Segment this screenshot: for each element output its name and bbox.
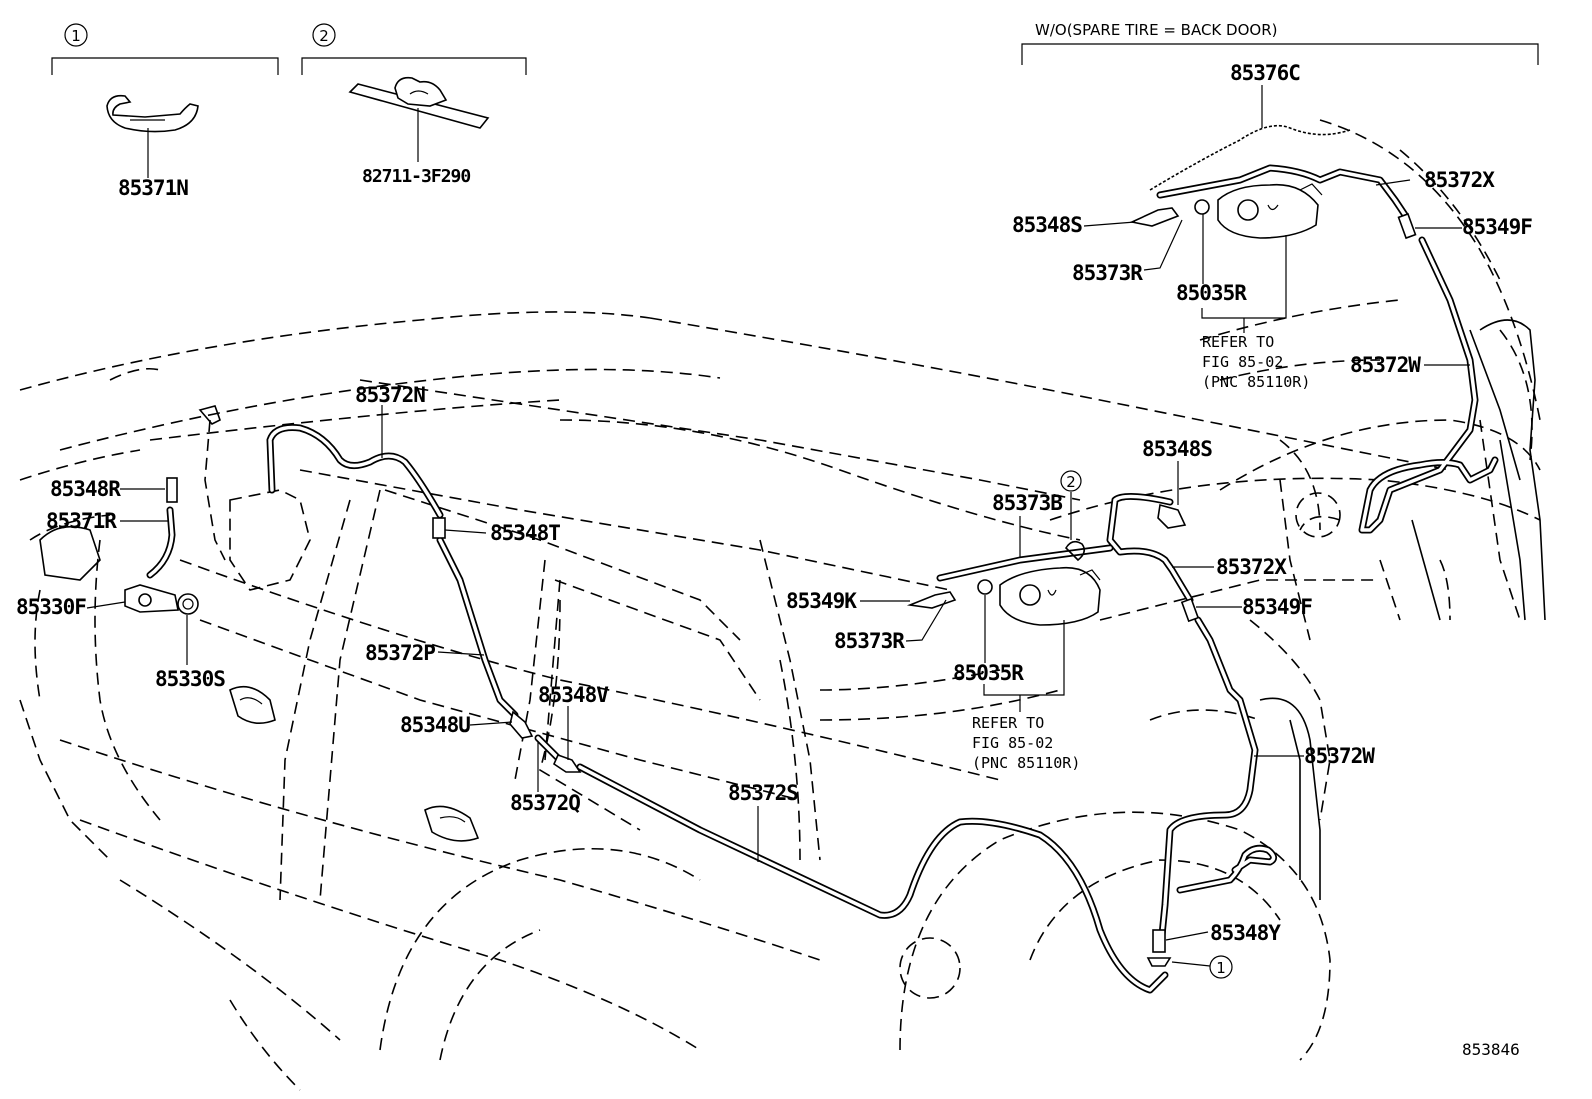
variant-note: W/O(SPARE TIRE = BACK DOOR) bbox=[1035, 21, 1277, 39]
joint-85349F-main-icon bbox=[1180, 597, 1200, 623]
washer-tubes bbox=[146, 124, 1499, 994]
joint-85348T-icon bbox=[432, 517, 446, 539]
part-label-85372P: 85372P bbox=[365, 641, 435, 665]
bracket-82711-icon bbox=[348, 76, 490, 129]
part-label-85371R: 85371R bbox=[46, 509, 117, 533]
part-label-85372X-main: 85372X bbox=[1216, 555, 1287, 579]
part-label-85348Y: 85348Y bbox=[1210, 921, 1281, 945]
part-label-85348S-main: 85348S bbox=[1142, 437, 1212, 461]
refer-main-line3: (PNC 85110R) bbox=[972, 754, 1080, 772]
callout-2-main: 2 bbox=[1066, 473, 1076, 491]
part-labels: 85376C 85372X 85348S 85349F 85373R 85035… bbox=[16, 61, 1533, 1059]
callout-2-inset: 2 bbox=[319, 27, 329, 45]
part-label-85348U: 85348U bbox=[400, 713, 470, 737]
part-label-85349F-main: 85349F bbox=[1242, 595, 1312, 619]
figure-number: 853846 bbox=[1462, 1040, 1520, 1059]
joint-85348S-main-icon bbox=[1157, 503, 1187, 529]
joint-85348U-icon bbox=[509, 710, 534, 739]
callout-1-inset: 1 bbox=[71, 27, 81, 45]
vehicle-body-outline bbox=[19, 119, 1546, 1091]
variant-header: W/O(SPARE TIRE = BACK DOOR) bbox=[1021, 21, 1539, 65]
joint-85348V-icon bbox=[552, 753, 582, 773]
components bbox=[124, 183, 1417, 967]
part-label-85348T: 85348T bbox=[490, 521, 560, 545]
refer-main-line2: FIG 85-02 bbox=[972, 734, 1053, 752]
callout-1-main: 1 bbox=[1216, 959, 1226, 977]
clip-85371N-icon bbox=[106, 94, 199, 133]
washer-pump-main-icon bbox=[906, 566, 1101, 626]
part-label-85376C: 85376C bbox=[1230, 61, 1300, 85]
part-label-85372S: 85372S bbox=[728, 781, 798, 805]
leader-lines bbox=[86, 85, 1470, 979]
inset-2: 2 82711-3F290 bbox=[301, 23, 527, 187]
part-label-85371N: 85371N bbox=[118, 176, 188, 200]
part-label-85373R-main: 85373R bbox=[834, 629, 905, 653]
part-label-85035R-top: 85035R bbox=[1176, 281, 1247, 305]
joint-85349F-top-icon bbox=[1397, 212, 1417, 240]
refer-top-line2: FIG 85-02 bbox=[1202, 353, 1283, 371]
refer-main-line1: REFER TO bbox=[972, 714, 1044, 732]
part-label-85348S-top: 85348S bbox=[1012, 213, 1082, 237]
part-label-85330S: 85330S bbox=[155, 667, 225, 691]
part-label-85330F: 85330F bbox=[16, 595, 86, 619]
part-label-85349K: 85349K bbox=[786, 589, 857, 613]
joint-85348Y-icon bbox=[1152, 929, 1166, 953]
part-label-85372W-main: 85372W bbox=[1304, 744, 1375, 768]
joint-85348R-icon bbox=[166, 477, 178, 503]
part-label-85348V: 85348V bbox=[538, 683, 609, 707]
refer-top-line1: REFER TO bbox=[1202, 333, 1274, 351]
part-label-85372X-top: 85372X bbox=[1424, 168, 1495, 192]
part-label-85372N: 85372N bbox=[355, 383, 425, 407]
part-label-85372Q: 85372Q bbox=[510, 791, 580, 815]
inset-1: 1 85371N bbox=[51, 23, 279, 200]
washer-nozzle-85330F-icon bbox=[124, 584, 199, 615]
part-label-85035R-main: 85035R bbox=[953, 661, 1024, 685]
part-label-85373B: 85373B bbox=[992, 491, 1062, 515]
refer-top-line3: (PNC 85110R) bbox=[1202, 373, 1310, 391]
part-label-85372W-top: 85372W bbox=[1350, 353, 1421, 377]
part-label-85373R-top: 85373R bbox=[1072, 261, 1143, 285]
part-label-85349F-top: 85349F bbox=[1462, 215, 1532, 239]
part-label-85348R: 85348R bbox=[50, 477, 121, 501]
part-label-82711-3F290: 82711-3F290 bbox=[362, 166, 470, 187]
washer-pump-top-icon bbox=[1129, 183, 1323, 239]
